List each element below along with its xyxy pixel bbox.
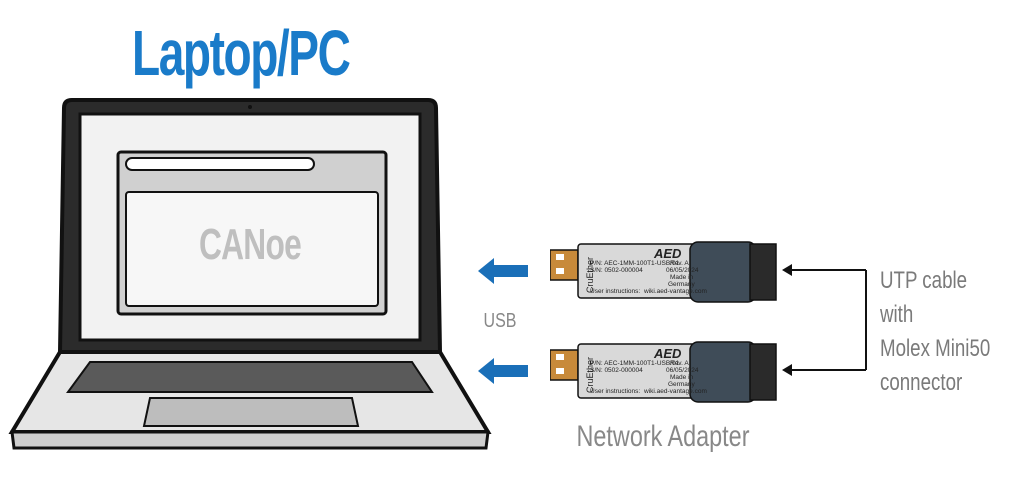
adapter-url: wiki.aed-vantage.com [644,288,707,295]
cable-arrow-top [782,264,792,276]
adapter-sn: S/N: 0502-000004 [590,267,643,274]
adapter-made-in: Made in [670,274,694,281]
adapter-sn: S/N: 0502-000004 [590,367,643,374]
network-adapter-label: Network Adapter [576,420,750,453]
network-adapter-top: CruEther AED P/N: AEC-1MM-100T1-USB/01 R… [550,236,850,316]
adapter-rev: Rev. A [670,360,689,367]
adapter-date: 06/05/2024 [666,267,699,274]
adapter-rev: Rev. A [670,260,689,267]
adapter-logo: AED [654,346,682,361]
adapter-country: Germany [668,381,695,388]
dongle-top-shape [550,241,777,303]
adapter-date: 06/05/2024 [666,367,699,374]
adapter-logo: AED [654,246,682,261]
usb-arrow-bottom [478,358,528,384]
adapter-url: wiki.aed-vantage.com [644,388,707,395]
adapter-instructions: User instructions: [590,388,641,395]
screen-app-label: CANoe [198,220,302,269]
cable-label: UTP cable with Molex Mini50 connector [880,264,1024,400]
dongle-bottom-shape [550,341,777,403]
cable-bracket [790,269,867,371]
adapter-pn: P/N: AEC-1MM-100T1-USB/01 [590,360,680,367]
adapter-made-in: Made in [670,374,694,381]
cable-label-line2: Molex Mini50 [880,335,991,362]
adapter-pn: P/N: AEC-1MM-100T1-USB/01 [590,260,680,267]
touchpad [142,397,360,427]
page-title: Laptop/PC [132,17,351,89]
network-adapter-bottom: CruEther AED P/N: AEC-1MM-100T1-USB/01 R… [550,336,850,416]
app-content-area [125,191,379,307]
usb-label: USB [483,310,517,332]
adapter-instructions: User instructions: [590,288,641,295]
cable-label-line1: UTP cable with [880,267,968,328]
address-bar [125,157,315,171]
cable-label-line3: connector [880,369,963,396]
keyboard-area [66,361,434,393]
usb-arrow-top [478,258,528,284]
adapter-country: Germany [668,281,695,288]
cable-arrow-bottom [782,364,792,376]
